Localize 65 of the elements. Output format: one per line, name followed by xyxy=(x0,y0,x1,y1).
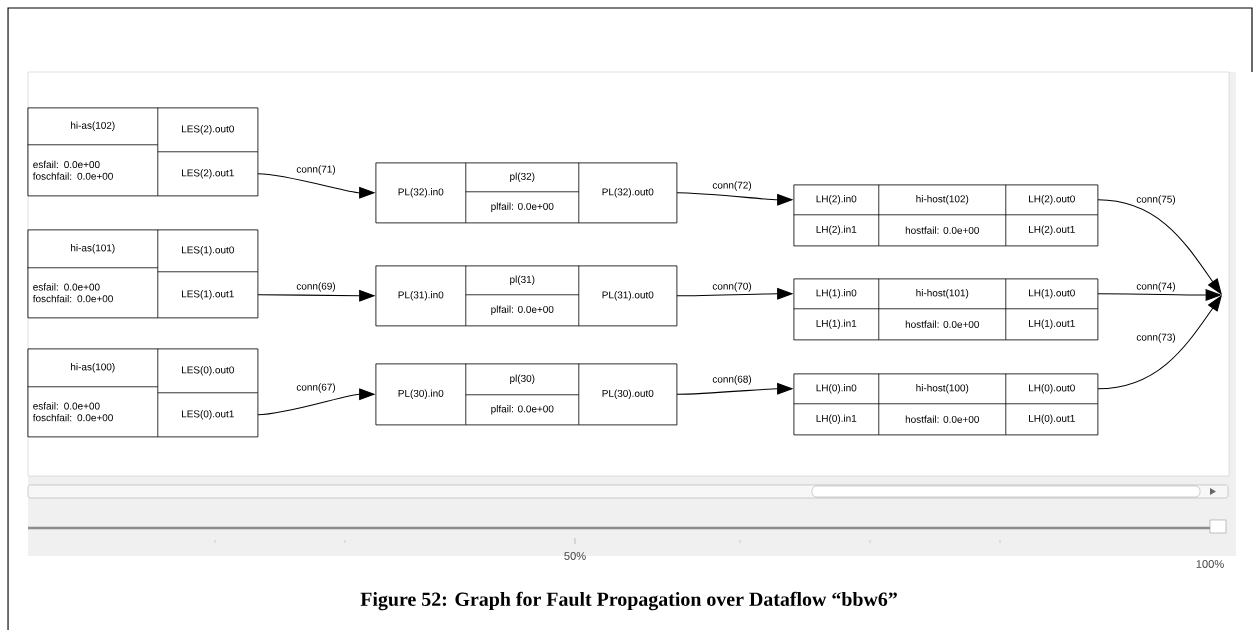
name-cell: pl(31) xyxy=(465,265,579,295)
name-cell: hi-host(102) xyxy=(878,184,1006,215)
tick-label: 50% xyxy=(564,552,586,560)
port-cell: PL(32).in0 xyxy=(375,162,466,223)
port-cell: LH(1).out0 xyxy=(1005,278,1098,309)
name-cell: pl(32) xyxy=(465,162,579,192)
name-cell: hi-as(102) xyxy=(27,107,158,145)
record-box xyxy=(793,184,1099,247)
port-cell: LH(2).out1 xyxy=(1005,214,1098,246)
status-cell: hostfail: 0.0e+00 xyxy=(878,308,1006,340)
edge-label: conn(67) xyxy=(295,382,337,394)
status-cell: esfail: 0.0e+00 foschfail: 0.0e+00 xyxy=(27,267,158,318)
status-cell: esfail: 0.0e+00 foschfail: 0.0e+00 xyxy=(27,386,158,437)
name-cell: hi-host(101) xyxy=(878,278,1006,309)
port-cell: LH(0).in0 xyxy=(793,373,879,404)
record-box xyxy=(27,107,259,197)
port-cell: LH(2).in1 xyxy=(793,214,879,246)
status-cell: plfail: 0.0e+00 xyxy=(465,191,579,223)
port-cell: PL(32).out0 xyxy=(578,162,677,223)
name-cell: hi-as(100) xyxy=(27,348,158,387)
port-cell: PL(30).in0 xyxy=(375,363,466,425)
port-cell: LH(0).out1 xyxy=(1005,403,1098,435)
edge-label: conn(75) xyxy=(1135,194,1177,206)
edge-label: conn(74) xyxy=(1135,281,1177,293)
edge-label: conn(73) xyxy=(1135,332,1177,344)
record-box xyxy=(793,278,1099,341)
arrow xyxy=(1097,295,1222,390)
name-cell: hi-as(101) xyxy=(27,229,158,268)
caption: Figure 52: Graph for Fault Propagation over Dataflow “bbw6” xyxy=(360,591,897,611)
name-cell: pl(30) xyxy=(465,363,579,395)
status-cell: plfail: 0.0e+00 xyxy=(465,294,579,326)
port-cell: PL(30).out0 xyxy=(578,363,677,425)
port-cell: LH(0).out0 xyxy=(1005,373,1098,404)
port-cell: LES(2).out1 xyxy=(157,151,258,196)
port-cell: PL(31).out0 xyxy=(578,265,677,326)
status-cell: esfail: 0.0e+00 foschfail: 0.0e+00 xyxy=(27,144,158,196)
edge-label: conn(68) xyxy=(711,374,753,386)
name-cell: hi-host(100) xyxy=(878,373,1006,404)
port-cell: LH(1).in0 xyxy=(793,278,879,309)
edge-label: conn(69) xyxy=(295,281,337,293)
port-cell: LH(1).out1 xyxy=(1005,308,1098,340)
port-cell: LES(2).out0 xyxy=(157,107,258,152)
port-cell: LES(0).out1 xyxy=(157,392,258,437)
port-cell: LH(2).out0 xyxy=(1005,184,1098,215)
record-box xyxy=(375,162,678,224)
edge-label: conn(71) xyxy=(295,164,337,176)
record-box xyxy=(375,363,678,426)
port-cell: LH(1).in1 xyxy=(793,308,879,340)
record-box xyxy=(27,348,259,438)
edge-label: conn(72) xyxy=(711,180,753,192)
arrow xyxy=(1097,199,1222,295)
status-cell: hostfail: 0.0e+00 xyxy=(878,214,1006,246)
port-cell: LES(0).out0 xyxy=(157,348,258,393)
port-cell: LES(1).out1 xyxy=(157,271,258,318)
port-cell: LES(1).out0 xyxy=(157,229,258,272)
port-cell: LH(2).in0 xyxy=(793,184,879,215)
status-cell: hostfail: 0.0e+00 xyxy=(878,403,1006,435)
port-cell: PL(31).in0 xyxy=(375,265,466,326)
record-box xyxy=(793,373,1099,436)
tick-label: 100% xyxy=(1196,560,1224,568)
record-box xyxy=(27,229,259,319)
port-cell: LH(0).in1 xyxy=(793,403,879,435)
edge-label: conn(70) xyxy=(711,281,753,293)
status-cell: plfail: 0.0e+00 xyxy=(465,394,579,425)
record-box xyxy=(375,265,678,327)
